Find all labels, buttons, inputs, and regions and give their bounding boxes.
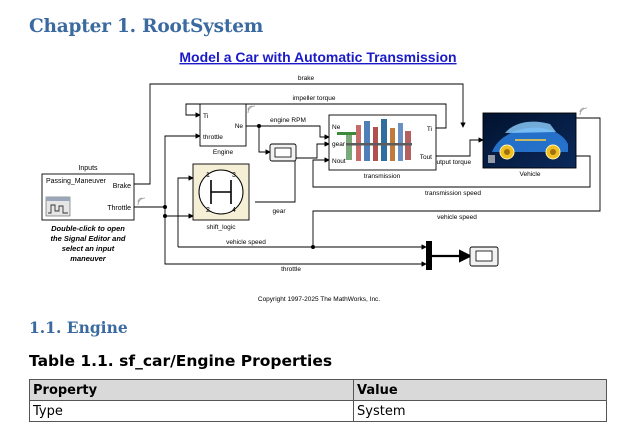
- inputs-note-line2: the Signal Editor and: [50, 234, 125, 243]
- wire-impeller-torque: [185, 103, 447, 129]
- model-title[interactable]: Model a Car with Automatic Transmission: [179, 49, 456, 65]
- properties-table: Property Value Type System: [29, 379, 607, 422]
- engine-label: Engine: [213, 149, 234, 156]
- wire-vehicle-speed-top: [312, 117, 601, 250]
- shift-logic-label: shift_logic: [207, 224, 237, 231]
- signal-label-throttle: throttle: [281, 266, 301, 273]
- transmission-port-ne: Ne: [332, 124, 341, 131]
- gear-2: 2: [206, 207, 210, 214]
- transmission-gears-icon: [337, 119, 412, 161]
- engine-port-ne: Ne: [235, 123, 244, 130]
- model-copyright: Copyright 1997-2025 The MathWorks, Inc.: [258, 296, 380, 303]
- wire-output-torque: [436, 137, 484, 157]
- wire-gear: [255, 141, 330, 203]
- section-title: 1.1. Engine: [29, 318, 128, 337]
- vehicle-wifi-icon: [579, 107, 588, 116]
- wire-throttle-out: [134, 133, 201, 208]
- signal-editor-icon: [45, 196, 71, 217]
- cell-value: System: [353, 400, 607, 422]
- wire-brake: [134, 83, 466, 185]
- signal-label-brake: brake: [298, 75, 315, 82]
- wire-rpm-scope: [258, 126, 271, 155]
- transmission-port-tout: Tout: [420, 154, 432, 161]
- signal-wifi-icon: [137, 197, 146, 206]
- signal-label-vehicle-speed-bottom: vehicle speed: [226, 239, 266, 246]
- transmission-port-ti: Ti: [427, 126, 432, 133]
- table-header-row: Property Value: [29, 379, 607, 401]
- header-value: Value: [353, 379, 607, 401]
- signal-label-gear: gear: [272, 208, 286, 215]
- header-property: Property: [29, 379, 354, 401]
- inputs-block[interactable]: Inputs Passing_Maneuver Brake Throttle D…: [41, 165, 146, 263]
- transmission-label: transmission: [364, 173, 401, 180]
- vehicle-label: Vehicle: [520, 171, 541, 178]
- transmission-port-gear: gear: [332, 141, 346, 148]
- simulink-model-diagram: Model a Car with Automatic Transmission: [41, 49, 601, 303]
- cell-property: Type: [29, 400, 354, 422]
- gear-3: 3: [232, 172, 236, 179]
- rpm-scope[interactable]: [269, 143, 297, 162]
- inputs-block-name: Passing_Maneuver: [46, 178, 107, 185]
- signal-wires: [134, 83, 601, 267]
- wire-transmission-speed: [312, 155, 591, 188]
- inputs-note-line4: maneuver: [70, 254, 107, 263]
- vehicle-block[interactable]: Vehicle: [482, 107, 588, 178]
- signal-label-transmission-speed: transmission speed: [425, 190, 481, 197]
- gear-4: 4: [232, 207, 236, 214]
- transmission-port-nout: Nout: [332, 158, 346, 165]
- wire-throttle-bottom: [164, 207, 427, 267]
- engine-block[interactable]: Ti throttle Ne Engine: [199, 103, 256, 156]
- inputs-port-throttle: Throttle: [107, 205, 131, 212]
- mux-block[interactable]: [426, 241, 432, 270]
- inputs-note-line1: Double-click to open: [51, 224, 125, 233]
- inputs-heading: Inputs: [78, 165, 98, 172]
- transmission-block[interactable]: Ne gear Nout Ti Tout transmission: [328, 114, 437, 180]
- signal-label-impeller-torque: impeller torque: [293, 95, 336, 102]
- engine-port-throttle: throttle: [203, 134, 223, 141]
- wire-vehicle-speed-loop: [177, 175, 194, 247]
- signal-label-engine-rpm: engine RPM: [270, 117, 306, 124]
- signal-label-output-torque: output torque: [433, 159, 472, 166]
- table-caption: Table 1.1. sf_car/Engine Properties: [29, 352, 333, 370]
- output-scope[interactable]: [469, 246, 499, 267]
- engine-port-ti: Ti: [203, 113, 208, 120]
- engine-wifi-icon: [247, 105, 256, 114]
- inputs-port-brake: Brake: [113, 183, 131, 190]
- chapter-title: Chapter 1. RootSystem: [29, 16, 264, 37]
- inputs-note-line3: select an input: [62, 244, 115, 253]
- wire-engine-rpm: [246, 125, 330, 140]
- table-row: Type System: [29, 400, 607, 422]
- gear-1: 1: [206, 172, 210, 179]
- junction-dots: [163, 124, 315, 249]
- car-icon: [488, 121, 568, 163]
- signal-label-vehicle-speed-top: vehicle speed: [437, 214, 477, 221]
- shift-logic-block[interactable]: 1 3 2 4 shift_logic: [192, 163, 250, 231]
